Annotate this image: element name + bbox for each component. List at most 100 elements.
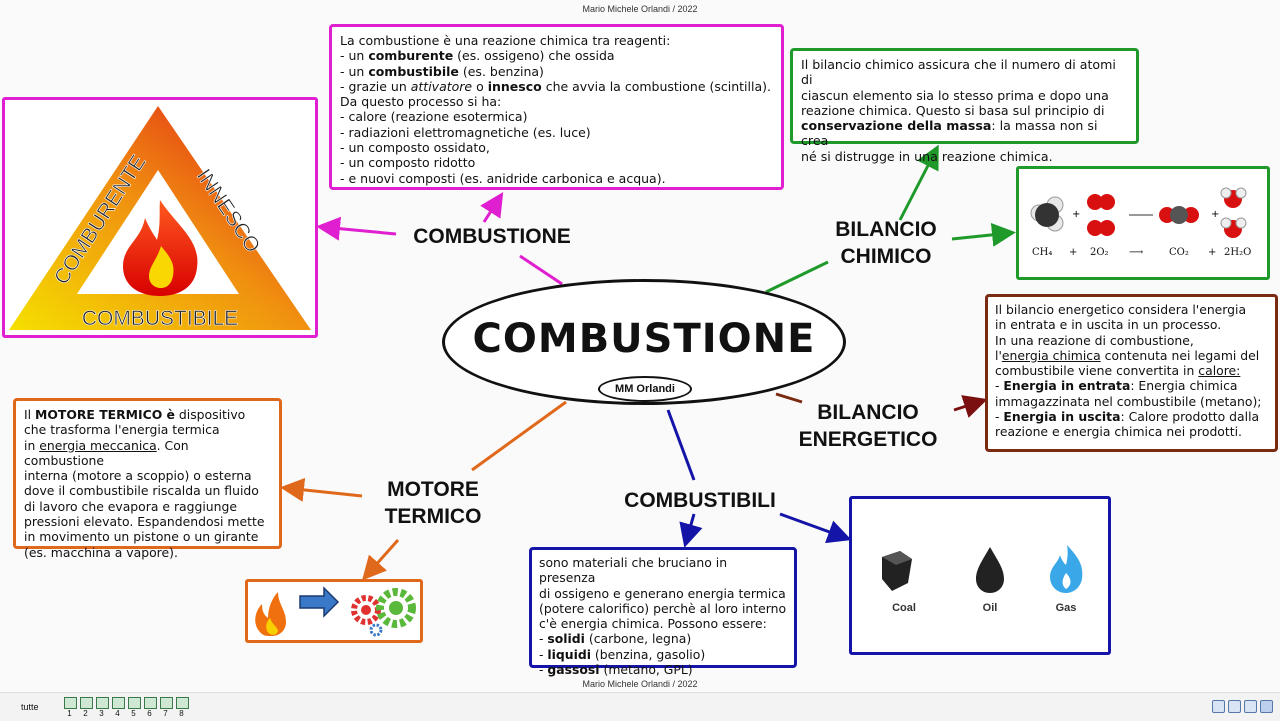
text-line: In una reazione di combustione, — [995, 332, 1194, 348]
slide-number: 2 — [83, 709, 88, 718]
zoom-icon[interactable] — [1212, 700, 1225, 713]
eq-plus-top-2: + — [1211, 209, 1219, 220]
text-line: c'è energia chimica. Possono essere: — [539, 616, 767, 632]
add-icon[interactable] — [1228, 700, 1241, 713]
oxygen-molecule-icon — [1087, 194, 1115, 236]
bilancio-energetico-box: Il bilancio energetico considera l'energ… — [985, 294, 1278, 452]
eq-h2o: 2H₂O — [1224, 247, 1251, 258]
combustione-definition-box: La combustione è una reazione chimica tr… — [329, 24, 784, 190]
slide-thumb-1[interactable] — [64, 697, 77, 709]
label-line: MOTORE — [387, 478, 479, 501]
text-line: - un comburente (es. ossigeno) che ossid… — [340, 48, 615, 64]
text-line: conservazione della massa: la massa non … — [801, 118, 1098, 149]
slide-thumb-2[interactable] — [80, 697, 93, 709]
text-line: - Energia in uscita: Calore prodotto dal… — [995, 409, 1260, 425]
label-line: TERMICO — [384, 505, 482, 528]
slide-thumb-3[interactable] — [96, 697, 109, 709]
methane-molecule-icon — [1030, 196, 1064, 232]
text-line: in energia meccanica. Con combustione — [24, 437, 189, 468]
gears-icon — [351, 588, 416, 637]
slide-thumb-5[interactable] — [128, 697, 141, 709]
branch-label-combustione: COMBUSTIONE — [413, 225, 571, 248]
credit-bottom: Mario Michele Orlandi / 2022 — [582, 679, 698, 689]
label-line: BILANCIO — [817, 401, 919, 424]
all-slides-link[interactable]: tutte — [21, 702, 39, 712]
slide-thumb-8[interactable] — [176, 697, 189, 709]
slide-number: 4 — [115, 709, 120, 718]
branch-label-motore-termico: MOTORE TERMICO — [362, 476, 504, 530]
co2-molecule-icon — [1159, 206, 1199, 224]
slide-toolbar: tutte 1 2 3 4 5 6 7 8 — [0, 692, 1280, 721]
text-line: - un combustibile (es. benzina) — [340, 63, 544, 79]
text-line: in movimento un pistone o un girante — [24, 529, 259, 545]
fuel-label-oil: Oil — [983, 602, 998, 614]
credit-top: Mario Michele Orlandi / 2022 — [582, 4, 698, 14]
text-line: Da questo processo si ha: — [340, 94, 502, 110]
molecules-graphic: + + CH₄ + 2O₂ ⟶ CO₂ + 2H₂O — [1030, 187, 1251, 258]
text-line: - gassosi (metano, GPL) — [539, 662, 693, 678]
link-motore-icons — [362, 539, 400, 581]
fire-triangle-graphic: COMBURENTE INNESCO COMBUSTIBILE — [9, 106, 311, 330]
text-line: - e nuovi composti (es. anidride carboni… — [340, 170, 666, 186]
text-line: Il bilancio energetico considera l'energ… — [995, 302, 1247, 317]
link-combustione-box — [480, 191, 504, 223]
triangle-label-bottom: COMBUSTIBILE — [82, 307, 238, 330]
text-line: - radiazioni elettromagnetiche (es. luce… — [340, 124, 591, 140]
stop-icon[interactable] — [1244, 700, 1257, 713]
text-line: di lavoro che evapora e raggiunge — [24, 498, 238, 514]
text-line: combustibile viene convertita in calore: — [995, 363, 1241, 379]
coal-icon — [882, 551, 912, 591]
flame-icon — [123, 200, 198, 296]
slide-number: 7 — [163, 709, 168, 718]
link-chimico-box — [898, 144, 939, 221]
water-molecule-icon — [1220, 187, 1247, 238]
text-line: sono materiali che bruciano in presenza — [539, 555, 728, 586]
branch-label-bilancio-energetico: BILANCIO ENERGETICO — [782, 399, 954, 453]
slide-number: 6 — [147, 709, 152, 718]
link-combustibili-box — [679, 513, 703, 548]
text-line: - solidi (carbone, legna) — [539, 631, 692, 647]
eq-o2: 2O₂ — [1090, 247, 1109, 258]
text-line: - liquidi (benzina, gasolio) — [539, 646, 706, 662]
text-line: né si distrugge in una reazione chimica. — [801, 148, 1053, 164]
motore-termico-box: Il MOTORE TERMICO è dispositivo che tras… — [13, 398, 282, 560]
slide-thumb-7[interactable] — [160, 697, 173, 709]
text-line: Il MOTORE TERMICO è dispositivo — [24, 407, 246, 422]
oil-drop-icon — [976, 547, 1004, 593]
author-badge: MM Orlandi — [598, 376, 692, 402]
text-line: immagazzinata nel combustibile (metano); — [995, 393, 1262, 409]
fuel-label-coal: Coal — [892, 602, 916, 614]
arrow-right-icon — [299, 586, 340, 618]
link-combustibili-icons — [779, 512, 852, 544]
eq-plus-2: + — [1208, 247, 1216, 258]
text-line: - un composto ossidato, — [340, 140, 490, 156]
fuels-icons-box: Coal Oil Gas — [849, 496, 1111, 655]
motore-icons-box — [245, 579, 423, 643]
fire-icon — [255, 592, 286, 636]
label-line: BILANCIO — [835, 218, 937, 241]
branch-label-bilancio-chimico: BILANCIO CHIMICO — [812, 216, 960, 270]
fire-triangle-box: COMBURENTE INNESCO COMBUSTIBILE — [2, 97, 318, 338]
text-line: che trasforma l'energia termica — [24, 422, 220, 438]
link-combustione-triangle — [316, 216, 397, 241]
text-line: di ossigeno e generano energia termica — [539, 585, 786, 601]
eq-plus-1: + — [1069, 247, 1077, 258]
text-line: (es. macchina a vapore). — [24, 544, 178, 560]
slide-thumb-4[interactable] — [112, 697, 125, 709]
central-title: COMBUSTIONE — [472, 316, 816, 362]
eq-arrow: ⟶ — [1129, 247, 1143, 258]
branch-label-combustibili: COMBUSTIBILI — [624, 489, 776, 512]
link-center-chimico — [765, 260, 829, 294]
link-center-energetico — [775, 392, 803, 404]
slide-thumb-6[interactable] — [144, 697, 157, 709]
text-line: in entrata e in uscita in un processo. — [995, 317, 1222, 333]
label-line: CHIMICO — [840, 245, 932, 268]
fullscreen-icon[interactable] — [1260, 700, 1273, 713]
text-line: - un composto ridotto — [340, 155, 476, 171]
text-line: (potere calorifico) perchè al loro inter… — [539, 600, 787, 616]
fuel-label-gas: Gas — [1056, 602, 1077, 614]
label-line: ENERGETICO — [798, 428, 938, 451]
eq-ch4: CH₄ — [1032, 247, 1052, 258]
text-line: ciascun elemento sia lo stesso prima e d… — [801, 87, 1109, 103]
